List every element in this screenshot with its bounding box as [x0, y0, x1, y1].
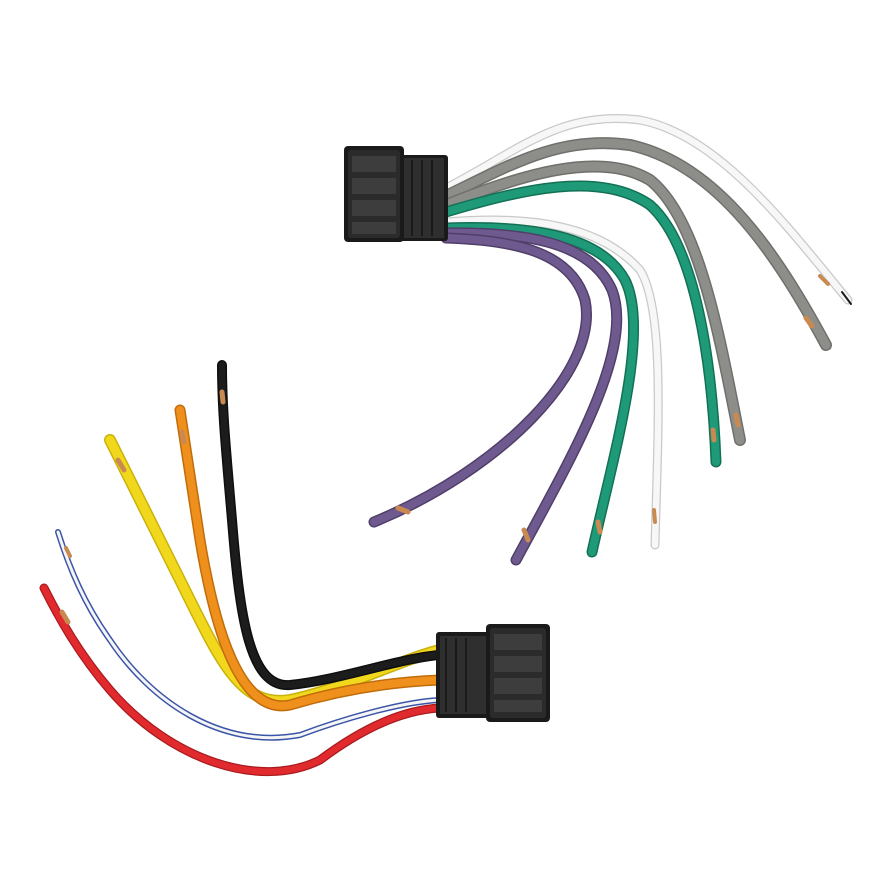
bottom-harness-wires — [39, 360, 446, 777]
bottom-connector — [436, 624, 550, 722]
top-connector — [344, 146, 448, 242]
bottom-harness-tips — [59, 389, 226, 625]
top-harness-tips — [395, 274, 852, 543]
top-harness-wires — [368, 114, 853, 566]
